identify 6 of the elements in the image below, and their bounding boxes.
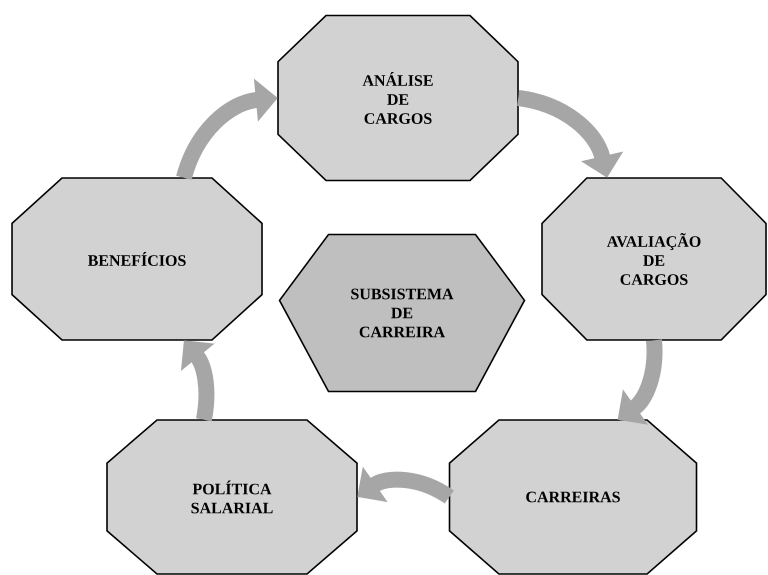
octagon-box: AVALIAÇÃO DE CARGOS — [541, 177, 767, 341]
octagon-box: CARREIRAS — [448, 419, 698, 575]
octagon-box: BENEFÍCIOS — [11, 177, 263, 341]
octagon-box: POLÍTICA SALARIAL — [106, 419, 358, 575]
hexagon-box: SUBSISTEMA DE CARREIRA — [278, 234, 526, 392]
octagon-box: ANÁLISE DE CARGOS — [277, 14, 519, 182]
